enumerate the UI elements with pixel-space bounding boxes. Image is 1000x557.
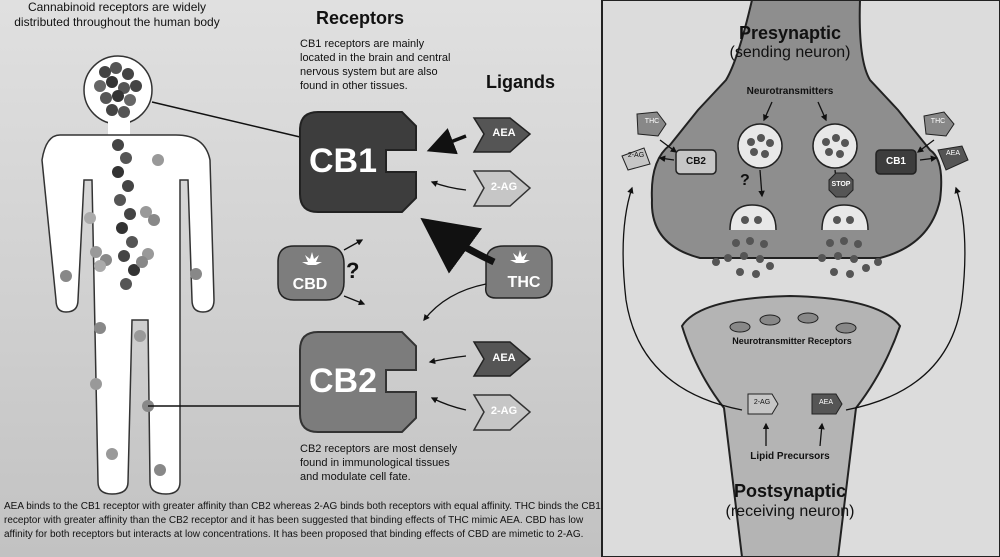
presynaptic-neuron <box>650 0 943 259</box>
synapse-thc-right-label: THC <box>930 118 946 125</box>
footnote: AEA binds to the CB1 receptor with great… <box>4 501 601 540</box>
cb1-receptor-shape <box>299 111 417 213</box>
aea-cb1-label: AEA <box>492 127 516 139</box>
synapse-unknown-mark: ? <box>740 172 750 189</box>
cb2-receptor-shape <box>299 331 417 433</box>
postsynaptic-subtitle: (receiving neuron) <box>725 503 855 520</box>
synapse-aea-bottom-label: AEA <box>818 399 833 406</box>
postsynaptic-neuron <box>680 294 902 557</box>
synapse-aea-top-label: AEA <box>945 150 960 157</box>
thc-label: THC <box>507 274 541 291</box>
neurotransmitters-label: Neurotransmitters <box>746 86 834 97</box>
presynaptic-subtitle: (sending neuron) <box>729 44 851 61</box>
synapse-thc-left-label: THC <box>644 118 660 125</box>
synapse-2ag-bottom-label: 2-AG <box>753 399 771 406</box>
ligand-2ag-cb1 <box>472 170 532 207</box>
body-caption: Cannabinoid receptors are widely distrib… <box>14 0 220 29</box>
neurotransmitter-receptors-label: Neurotransmitter Receptors <box>732 336 852 346</box>
receptors-heading: Receptors <box>316 8 405 28</box>
ligand-aea-cb1 <box>472 117 532 153</box>
cb1-description: CB1 receptors are mainly located in the … <box>300 38 451 92</box>
synapse-ligand-shapes <box>621 111 969 415</box>
synapse-cb2-label: CB2 <box>685 156 706 167</box>
receptor-dots <box>60 62 202 476</box>
binding-arrows <box>343 128 496 411</box>
synapse-2ag-top-label: 2-AG <box>627 152 645 159</box>
synapse-cb1-label: CB1 <box>885 156 906 167</box>
synapse-arrows <box>622 101 966 447</box>
ligand-2ag-cb2 <box>472 394 532 431</box>
lipid-precursors-label: Lipid Precursors <box>750 451 830 462</box>
vesicles <box>729 123 869 231</box>
ligands-heading: Ligands <box>486 72 556 92</box>
head-to-cb1-connector <box>151 101 301 138</box>
cbd-label: CBD <box>292 276 328 293</box>
aea-cb2-label: AEA <box>492 352 516 364</box>
neurotransmitter-receptor-discs <box>729 312 857 334</box>
ligand-aea-cb2 <box>472 341 532 377</box>
released-neurotransmitters <box>712 237 882 278</box>
presynaptic-title: Presynaptic <box>738 23 842 43</box>
stop-sign-label: STOP <box>831 181 851 188</box>
ligand-thc-bubble <box>484 245 553 299</box>
2ag-cb1-label: 2-AG <box>490 181 518 193</box>
cbd-unknown-mark: ? <box>346 258 360 283</box>
postsynaptic-title: Postsynaptic <box>733 481 847 501</box>
cb2-description: CB2 receptors are most densely found in … <box>300 443 458 483</box>
cb2-label: CB2 <box>308 362 378 400</box>
cb1-label: CB1 <box>308 142 378 180</box>
2ag-cb2-label: 2-AG <box>490 405 518 417</box>
ligand-cbd-bubble <box>277 245 345 301</box>
